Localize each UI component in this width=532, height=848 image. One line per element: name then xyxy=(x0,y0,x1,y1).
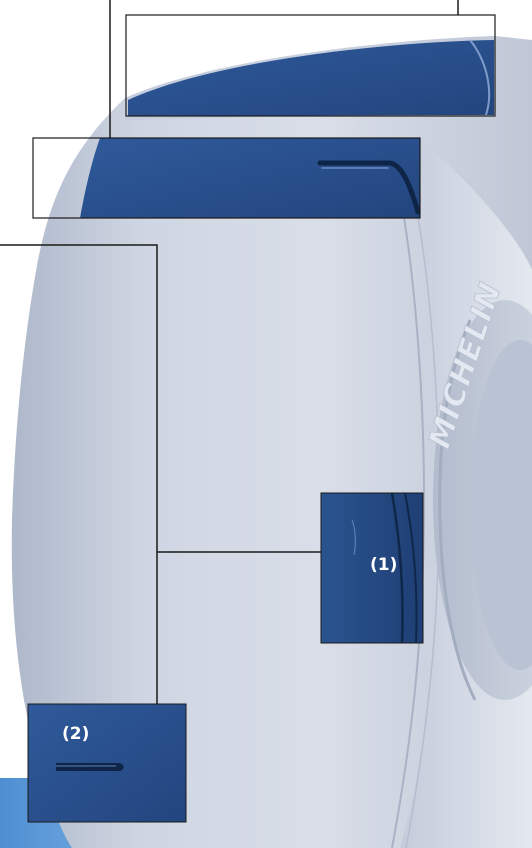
callout-label-2: (2) xyxy=(62,724,89,744)
tire-hub-inner xyxy=(470,340,532,670)
highlight-tread-top xyxy=(128,40,494,116)
callout-box-top xyxy=(125,14,496,117)
callout-box-1 xyxy=(320,492,424,644)
callout-box-shoulder xyxy=(32,137,421,219)
shoulder-groove xyxy=(317,160,421,215)
highlight-tread-2 xyxy=(28,704,186,822)
highlight-shoulder xyxy=(80,138,420,218)
callout-label-1: (1) xyxy=(370,555,397,575)
callout-box-2 xyxy=(27,703,187,823)
tread-top-edge-curve xyxy=(469,39,491,116)
hub-rim-edge xyxy=(438,319,477,701)
highlight-sidewall-1 xyxy=(321,493,423,643)
sidewall-groove-outer xyxy=(391,169,426,848)
leader-line-main xyxy=(0,244,158,704)
tire-body xyxy=(11,36,532,848)
